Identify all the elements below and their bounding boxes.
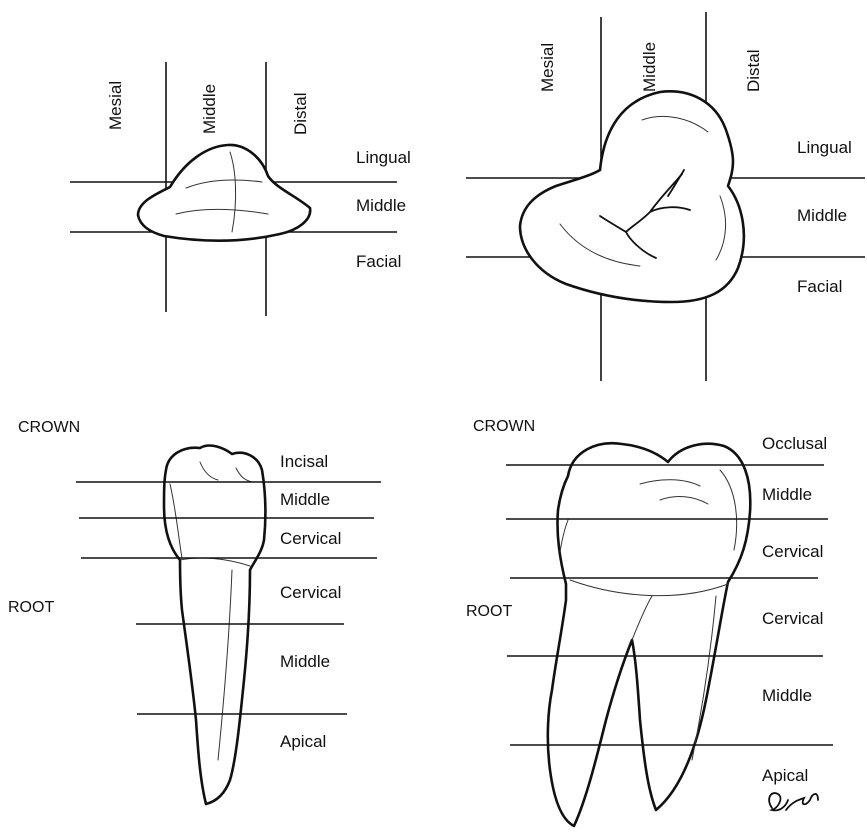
incisal-col-mesial: Mesial xyxy=(106,81,125,130)
anterior-zone-middle-crown: Middle xyxy=(280,490,330,509)
occlusal-row-middle: Middle xyxy=(797,206,847,225)
occlusal-row-facial: Facial xyxy=(797,277,842,296)
occlusal-col-mesial: Mesial xyxy=(538,43,557,92)
anterior-zone-middle-root: Middle xyxy=(280,652,330,671)
occlusal-col-distal: Distal xyxy=(744,49,763,92)
artist-signature xyxy=(769,793,818,810)
occlusal-col-middle: Middle xyxy=(640,42,659,92)
anterior-zone-cervical-crown: Cervical xyxy=(280,529,341,548)
posterior-zone-middle-crown: Middle xyxy=(762,485,812,504)
incisal-row-facial: Facial xyxy=(356,252,401,271)
incisal-view-panel: Mesial Middle Distal Lingual Middle Faci… xyxy=(70,62,411,316)
occlusal-view-panel: Mesial Middle Distal Lingual Middle Faci… xyxy=(466,12,865,381)
anterior-root-label: ROOT xyxy=(8,599,54,616)
anterior-tooth-panel: CROWN ROOT Incisal Middle Cervical Cervi… xyxy=(8,419,381,804)
posterior-root-label: ROOT xyxy=(466,603,512,620)
incisal-col-middle: Middle xyxy=(200,84,219,134)
posterior-zone-occlusal: Occlusal xyxy=(762,434,827,453)
anterior-zone-incisal: Incisal xyxy=(280,452,328,471)
posterior-zone-apical: Apical xyxy=(762,766,808,785)
anterior-zone-cervical-root: Cervical xyxy=(280,583,341,602)
anterior-zone-apical: Apical xyxy=(280,732,326,751)
posterior-zone-cervical-crown: Cervical xyxy=(762,542,823,561)
incisal-view-outline xyxy=(138,145,310,241)
posterior-crown-label: CROWN xyxy=(473,418,535,435)
posterior-zone-middle-root: Middle xyxy=(762,686,812,705)
posterior-tooth-panel: CROWN ROOT Occlusal Middle Cervical Cerv… xyxy=(466,418,833,826)
incisal-row-lingual: Lingual xyxy=(356,148,411,167)
incisal-row-middle: Middle xyxy=(356,196,406,215)
posterior-tooth-outline xyxy=(548,443,750,826)
anterior-crown-label: CROWN xyxy=(18,419,80,436)
occlusal-view-outline xyxy=(520,91,744,302)
posterior-zone-cervical-root: Cervical xyxy=(762,609,823,628)
incisal-col-distal: Distal xyxy=(291,92,310,135)
occlusal-row-lingual: Lingual xyxy=(797,138,852,157)
